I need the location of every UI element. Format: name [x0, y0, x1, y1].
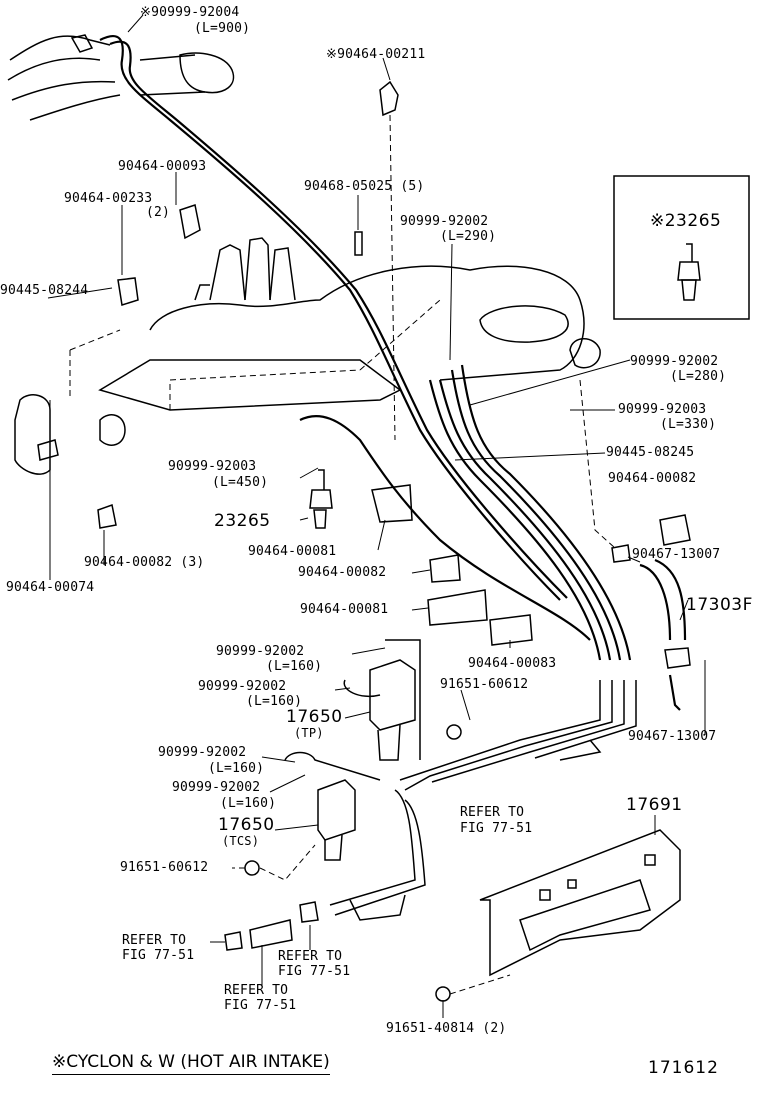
label-vsv-17650-tcs: 17650: [218, 815, 275, 835]
sensor-23265-drawing: [309, 469, 333, 529]
label-refer-3: REFER TO: [278, 949, 343, 964]
label-refer-4b: FIG 77-51: [224, 998, 297, 1013]
label-clip-00082-l: 90464-00082 (3): [84, 555, 205, 570]
label-hose-top: ※90999-92004: [140, 5, 240, 20]
label-clamp-05025: 90468-05025 (5): [304, 179, 425, 194]
engine-outline: [14, 237, 601, 475]
label-clip-00074: 90464-00074: [6, 580, 95, 595]
inset-box: [613, 175, 750, 320]
label-clip-00233: 90464-00233: [64, 191, 153, 206]
hose-17303F-drawing: [639, 558, 687, 711]
label-hose-92003-a-len: (L=330): [660, 417, 717, 432]
label-clip-08244: 90445-08244: [0, 283, 89, 298]
label-clip-08245: 90445-08245: [606, 445, 695, 460]
label-clip-00081-b: 90464-00081: [300, 602, 389, 617]
vsv-tp-drawing: [343, 639, 462, 761]
label-clip-00211: ※90464-00211: [326, 47, 426, 62]
lower-pipes: [329, 789, 426, 921]
label-refer-2: REFER TO: [122, 933, 187, 948]
label-hose-92002-f: 90999-92002: [172, 780, 261, 795]
leader-lines: [47, 14, 706, 1018]
long-vacuum-hose: [99, 35, 568, 601]
label-clamp-13007-a: 90467-13007: [632, 547, 721, 562]
label-hose-92002-a-len: (L=290): [440, 229, 497, 244]
label-hose-92002-c: 90999-92002: [216, 644, 305, 659]
label-clip-00233-qty: (2): [146, 205, 171, 220]
label-hose-92002-b: 90999-92002: [630, 354, 719, 369]
label-hose-92002-a: 90999-92002: [400, 214, 489, 229]
illustration-number: 171612: [648, 1058, 719, 1078]
label-hose-92002-d-len: (L=160): [246, 694, 303, 709]
label-hose-92003-a: 90999-92003: [618, 402, 707, 417]
label-hose-17303F: 17303F: [686, 595, 753, 615]
air-intake-hose-drawing: [7, 34, 235, 121]
label-hose-92003-b-len: (L=450): [212, 475, 269, 490]
clips-drawing: [37, 80, 691, 1002]
label-refer-4: REFER TO: [224, 983, 289, 998]
label-refer-1: REFER TO: [460, 805, 525, 820]
label-hose-92002-b-len: (L=280): [670, 369, 727, 384]
label-vsv-tp-tag: (TP): [294, 726, 324, 740]
label-refer-2b: FIG 77-51: [122, 948, 195, 963]
label-bracket-17691: 17691: [626, 795, 683, 815]
label-clip-00082-r: 90464-00082: [608, 471, 697, 486]
label-clamp-13007-b: 90467-13007: [628, 729, 717, 744]
label-hose-92002-e: 90999-92002: [158, 745, 247, 760]
label-refer-3b: FIG 77-51: [278, 964, 351, 979]
label-inset-23265: ※23265: [650, 211, 722, 231]
label-bolt-60612-b: 91651-60612: [120, 860, 209, 875]
label-hose-92002-c-len: (L=160): [266, 659, 323, 674]
label-bolt-60612-a: 91651-60612: [440, 677, 529, 692]
label-hose-top-len: (L=900): [194, 21, 251, 36]
label-clip-00093: 90464-00093: [118, 159, 207, 174]
label-clip-00081-a: 90464-00081: [248, 544, 337, 559]
label-hose-92002-f-len: (L=160): [220, 796, 277, 811]
label-hose-92002-e-len: (L=160): [208, 761, 265, 776]
label-hose-92002-d: 90999-92002: [198, 679, 287, 694]
label-vsv-17650-tp: 17650: [286, 707, 343, 727]
footnote: ※CYCLON & W (HOT AIR INTAKE): [52, 1052, 330, 1075]
bracket-17691-drawing: [479, 829, 681, 977]
label-hose-92003-b: 90999-92003: [168, 459, 257, 474]
label-sensor-23265: 23265: [214, 511, 271, 531]
label-bolt-40814: 91651-40814 (2): [386, 1021, 507, 1036]
label-clip-00082-m: 90464-00082: [298, 565, 387, 580]
label-vsv-tcs-tag: (TCS): [222, 834, 260, 848]
hose-bundle: [299, 364, 637, 791]
label-refer-1b: FIG 77-51: [460, 821, 533, 836]
label-clip-00083: 90464-00083: [468, 656, 557, 671]
